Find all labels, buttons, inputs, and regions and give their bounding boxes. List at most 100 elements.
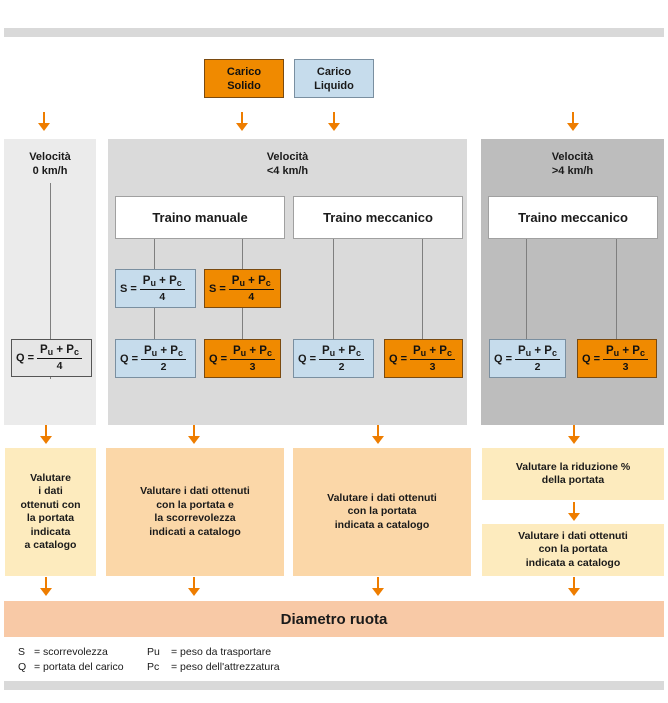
arrow-down-icon [328, 112, 340, 132]
evaluate-box-manual: Valutare i dati ottenuti con la portata … [106, 448, 284, 576]
bottom-divider [4, 681, 664, 690]
fraction: Pu + Pc 4 [228, 275, 274, 303]
numerator: Pu + Pc [319, 345, 364, 360]
equals-sign: = [400, 352, 407, 365]
liquid-load-box: Carico Liquido [294, 59, 374, 98]
connector-line [616, 239, 617, 349]
numerator: Pu + Pc [139, 275, 185, 290]
legend-row: Q = portata del carico Pc = peso dell'attre… [18, 660, 280, 675]
formula-q-liquid: Q= Pu + Pc 2 [489, 339, 566, 378]
equals-sign: = [130, 282, 137, 295]
numerator: Pu + Pc [230, 345, 275, 360]
equals-sign: = [220, 352, 227, 365]
panel-title: Velocità 0 km/h [29, 151, 71, 177]
denominator: 4 [56, 360, 63, 372]
evaluate-box-mechanical: Valutare i dati ottenuti con la portata … [293, 448, 471, 576]
arrow-down-icon [188, 577, 200, 597]
denominator: 4 [159, 290, 166, 303]
legend-key: Pc [147, 661, 160, 673]
fraction: Pu + Pc 3 [603, 345, 648, 373]
connector-line [50, 183, 51, 379]
formula-variable: Q [298, 352, 307, 365]
panel-speed-lt4: Velocità <4 km/h Traino manuale Traino m… [108, 139, 467, 425]
fraction: Pu + Pc 4 [37, 344, 82, 372]
formula-variable: Q [120, 352, 129, 365]
formula-variable: S [120, 282, 128, 295]
denominator: 3 [622, 360, 629, 373]
denominator: 2 [534, 360, 541, 373]
fraction: Pu + Pc 3 [410, 345, 455, 373]
legend-desc: = portata del carico [34, 661, 124, 673]
result-wheel-diameter: Diametro ruota [4, 601, 664, 637]
numerator: Pu + Pc [141, 345, 186, 360]
formula-q-mech-solid: Q= Pu + Pc 3 [384, 339, 463, 378]
panel-title: Velocità <4 km/h [266, 151, 309, 177]
denominator: 4 [248, 290, 255, 303]
panel-speed-0: Velocità 0 km/h Q= Pu + Pc 4 [4, 139, 96, 425]
equals-sign: = [131, 352, 138, 365]
arrow-down-icon [372, 425, 384, 445]
arrow-down-icon [567, 112, 579, 132]
formula-variable: Q [389, 352, 398, 365]
panel-title: Velocità >4 km/h [551, 151, 594, 177]
formula-variable: Q [16, 352, 25, 364]
numerator: Pu + Pc [410, 345, 455, 360]
arrow-down-icon [38, 112, 50, 132]
legend-key: Pu [147, 646, 160, 658]
formula-s-liquid: S= Pu + Pc 4 [115, 269, 196, 308]
arrow-down-icon [568, 577, 580, 597]
arrow-down-icon [40, 577, 52, 597]
formula-q-4: Q= Pu + Pc 4 [11, 339, 92, 377]
legend-desc: = scorrevolezza [34, 646, 108, 658]
equals-sign: = [219, 282, 226, 295]
fraction: Pu + Pc 2 [141, 345, 186, 373]
equals-sign: = [27, 352, 34, 364]
legend-key: Q [18, 661, 27, 673]
equals-sign: = [593, 352, 600, 365]
connector-line [422, 239, 423, 349]
numerator: Pu + Pc [515, 345, 560, 360]
formula-q-mech-liquid: Q= Pu + Pc 2 [293, 339, 374, 378]
evaluate-catalog-box: Valutare i dati ottenuti con la portata … [482, 524, 664, 576]
connector-line [154, 239, 155, 279]
denominator: 2 [160, 360, 167, 373]
mechanical-traction-box: Traino meccanico [488, 196, 658, 239]
numerator: Pu + Pc [228, 275, 274, 290]
denominator: 2 [338, 360, 345, 373]
formula-s-solid: S= Pu + Pc 4 [204, 269, 281, 308]
top-divider [4, 28, 664, 37]
legend-desc: = peso dell'attrezzatura [171, 661, 280, 673]
connector-line [154, 308, 155, 348]
formula-q-manual-liquid: Q= Pu + Pc 2 [115, 339, 196, 378]
denominator: 3 [429, 360, 436, 373]
arrow-down-icon [236, 112, 248, 132]
formula-variable: Q [209, 352, 218, 365]
evaluate-box-speed-0: Valutare i dati ottenuti con la portata … [5, 448, 96, 576]
fraction: Pu + Pc 2 [515, 345, 560, 373]
fraction: Pu + Pc 2 [319, 345, 364, 373]
solid-load-box: Carico Solido [204, 59, 284, 98]
formula-variable: Q [582, 352, 591, 365]
panel-speed-gt4: Velocità >4 km/h Traino meccanico Q= Pu … [481, 139, 664, 425]
equals-sign: = [309, 352, 316, 365]
arrow-down-icon [188, 425, 200, 445]
connector-line [242, 239, 243, 279]
arrow-down-icon [372, 577, 384, 597]
connector-line [526, 239, 527, 349]
legend-key: S [18, 646, 26, 658]
connector-line [242, 308, 243, 348]
formula-variable: S [209, 282, 217, 295]
formula-q-solid: Q= Pu + Pc 3 [577, 339, 657, 378]
arrow-down-icon [40, 425, 52, 445]
connector-line [333, 239, 334, 349]
numerator: Pu + Pc [603, 345, 648, 360]
manual-traction-box: Traino manuale [115, 196, 285, 239]
arrow-down-icon [568, 425, 580, 445]
fraction: Pu + Pc 3 [230, 345, 275, 373]
fraction: Pu + Pc 4 [139, 275, 185, 303]
denominator: 3 [249, 360, 256, 373]
arrow-down-icon [568, 502, 580, 522]
evaluate-reduction-box: Valutare la riduzione % della portata [482, 448, 664, 500]
numerator: Pu + Pc [37, 344, 82, 359]
